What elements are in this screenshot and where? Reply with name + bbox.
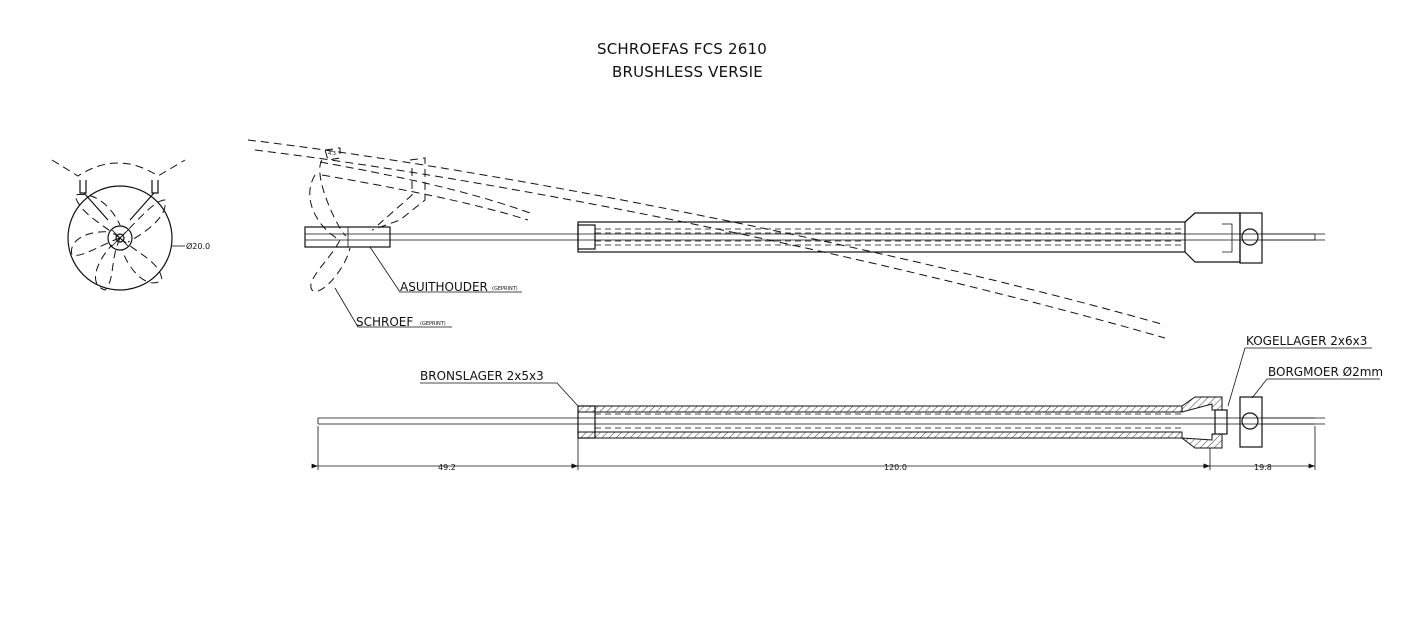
borgmoer-label: BORGMOER Ø2mm xyxy=(1268,365,1383,379)
drawing-subtitle: BRUSHLESS VERSIE xyxy=(612,63,763,81)
dim-left: 49.2 xyxy=(438,463,456,472)
front-view-propeller: Ø20.0 xyxy=(51,159,210,291)
angle-mark: 4.3 xyxy=(328,151,336,157)
schroef-note: (GEPRINT) xyxy=(420,321,446,327)
dim-middle: 120.0 xyxy=(884,463,907,472)
bronslager-label: BRONSLAGER 2x5x3 xyxy=(420,369,544,383)
kogellager-label: KOGELLAGER 2x6x3 xyxy=(1246,334,1367,348)
schroef-label: SCHROEF xyxy=(356,315,413,329)
section-view: BRONSLAGER 2x5x3 KOGELLAGER 2x6x3 BORGMO… xyxy=(311,334,1383,472)
side-view: ASUITHOUDER (GEPRINT) SCHROEF (GEPRINT) … xyxy=(247,139,1325,339)
asuithouder-label: ASUITHOUDER xyxy=(400,280,488,294)
drawing-title: SCHROEFAS FCS 2610 xyxy=(597,40,767,58)
asuithouder-note: (GEPRINT) xyxy=(492,286,518,292)
dim-right: 19.8 xyxy=(1254,463,1272,472)
front-diameter-label: Ø20.0 xyxy=(186,241,210,251)
dimensions: 49.2 120.0 19.8 xyxy=(311,426,1316,472)
